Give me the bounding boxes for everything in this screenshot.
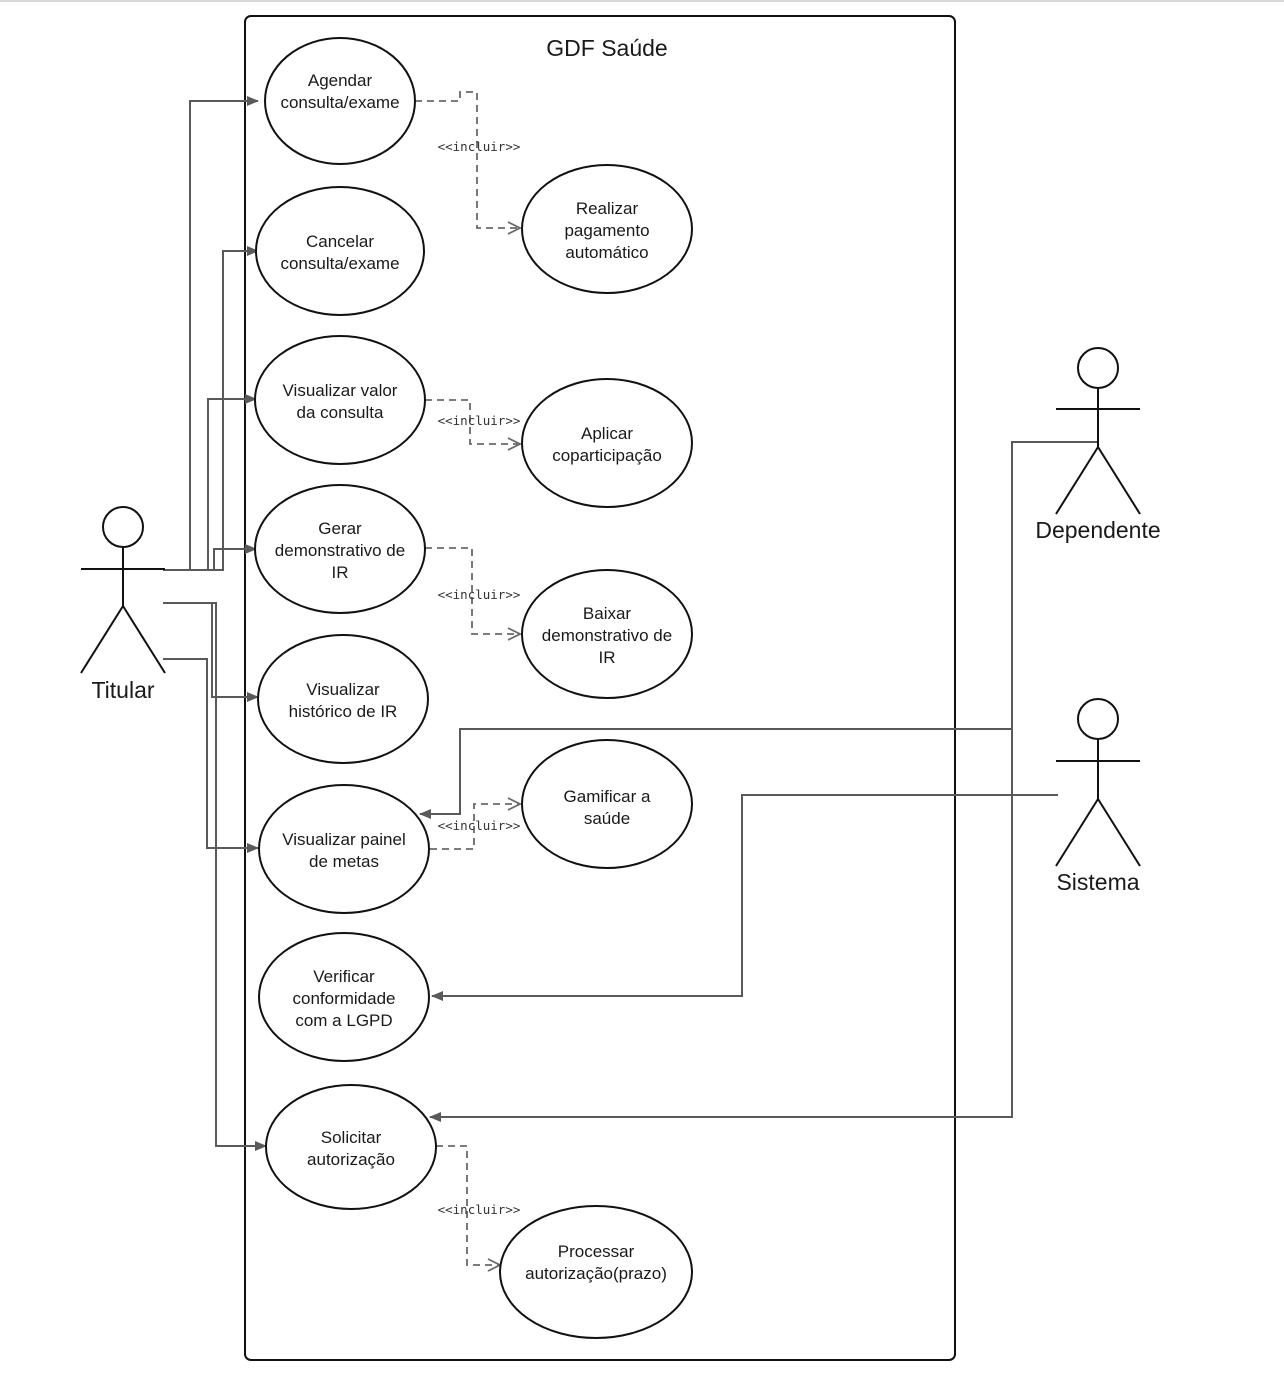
svg-text:Baixar: Baixar — [583, 604, 632, 623]
include-label: <<incluir>> — [438, 139, 521, 154]
svg-text:Processar: Processar — [558, 1242, 635, 1261]
svg-text:saúde: saúde — [584, 809, 630, 828]
use-case-painel-metas[interactable]: Visualizar painel de metas — [258, 784, 430, 914]
use-case-baixar-ir[interactable]: Baixar demonstrativo de IR — [521, 569, 693, 699]
use-case-coparticipacao[interactable]: Aplicar coparticipação — [521, 378, 693, 508]
use-case-agendar[interactable]: Agendar consulta/exame — [264, 37, 416, 165]
use-case-gamificar[interactable]: Gamificar a saúde — [521, 739, 693, 869]
use-case-processar[interactable]: Processar autorização(prazo) — [499, 1205, 693, 1339]
svg-text:Visualizar valor: Visualizar valor — [283, 381, 398, 400]
svg-text:Gerar: Gerar — [318, 519, 362, 538]
svg-text:Realizar: Realizar — [576, 199, 639, 218]
include-label: <<incluir>> — [438, 818, 521, 833]
include-label: <<incluir>> — [438, 413, 521, 428]
actor-sistema[interactable]: Sistema — [1055, 698, 1141, 895]
svg-text:Visualizar painel: Visualizar painel — [282, 830, 405, 849]
dependente-associations — [419, 441, 1098, 1122]
system-boundary — [244, 15, 956, 1361]
svg-text:IR: IR — [332, 563, 349, 582]
use-case-lgpd[interactable]: Verificar conformidade com a LGPD — [258, 932, 430, 1062]
svg-text:autorização: autorização — [307, 1150, 395, 1169]
svg-text:de metas: de metas — [309, 852, 379, 871]
svg-text:da consulta: da consulta — [297, 403, 384, 422]
svg-text:Dependente: Dependente — [1035, 517, 1160, 543]
sistema-associations — [431, 794, 1058, 1001]
use-case-historico-ir[interactable]: Visualizar histórico de IR — [257, 634, 429, 764]
actor-dependente[interactable]: Dependente — [1035, 347, 1161, 543]
svg-text:Sistema: Sistema — [1056, 869, 1139, 895]
svg-text:Cancelar: Cancelar — [306, 232, 374, 251]
svg-text:IR: IR — [599, 648, 616, 667]
svg-text:Solicitar: Solicitar — [321, 1128, 382, 1147]
use-case-solicitar[interactable]: Solicitar autorização — [265, 1084, 437, 1210]
svg-text:com a LGPD: com a LGPD — [295, 1011, 392, 1030]
svg-text:Titular: Titular — [91, 677, 154, 703]
use-case-gerar-ir[interactable]: Gerar demonstrativo de IR — [254, 484, 426, 614]
svg-text:Visualizar: Visualizar — [306, 680, 380, 699]
use-case-cancelar[interactable]: Cancelar consulta/exame — [255, 186, 425, 316]
svg-text:coparticipação: coparticipação — [552, 446, 662, 465]
svg-text:Gamificar a: Gamificar a — [564, 787, 651, 806]
svg-text:conformidade: conformidade — [292, 989, 395, 1008]
svg-text:Verificar: Verificar — [313, 967, 375, 986]
svg-text:Aplicar: Aplicar — [581, 424, 633, 443]
svg-text:Agendar: Agendar — [308, 71, 373, 90]
svg-text:pagamento: pagamento — [564, 221, 649, 240]
svg-text:autorização(prazo): autorização(prazo) — [525, 1264, 667, 1283]
svg-text:demonstrativo de: demonstrativo de — [542, 626, 672, 645]
svg-text:demonstrativo de: demonstrativo de — [275, 541, 405, 560]
svg-text:consulta/exame: consulta/exame — [280, 254, 399, 273]
use-case-visualizar-valor[interactable]: Visualizar valor da consulta — [254, 335, 426, 465]
include-label: <<incluir>> — [438, 1202, 521, 1217]
actor-titular[interactable]: Titular — [80, 506, 166, 703]
system-title: GDF Saúde — [546, 35, 667, 61]
svg-text:histórico de IR: histórico de IR — [289, 702, 398, 721]
svg-text:automático: automático — [565, 243, 648, 262]
use-case-pagamento[interactable]: Realizar pagamento automático — [521, 164, 693, 294]
include-label: <<incluir>> — [438, 587, 521, 602]
titular-associations — [163, 96, 267, 1151]
svg-text:consulta/exame: consulta/exame — [280, 93, 399, 112]
include-relations — [415, 91, 520, 1265]
